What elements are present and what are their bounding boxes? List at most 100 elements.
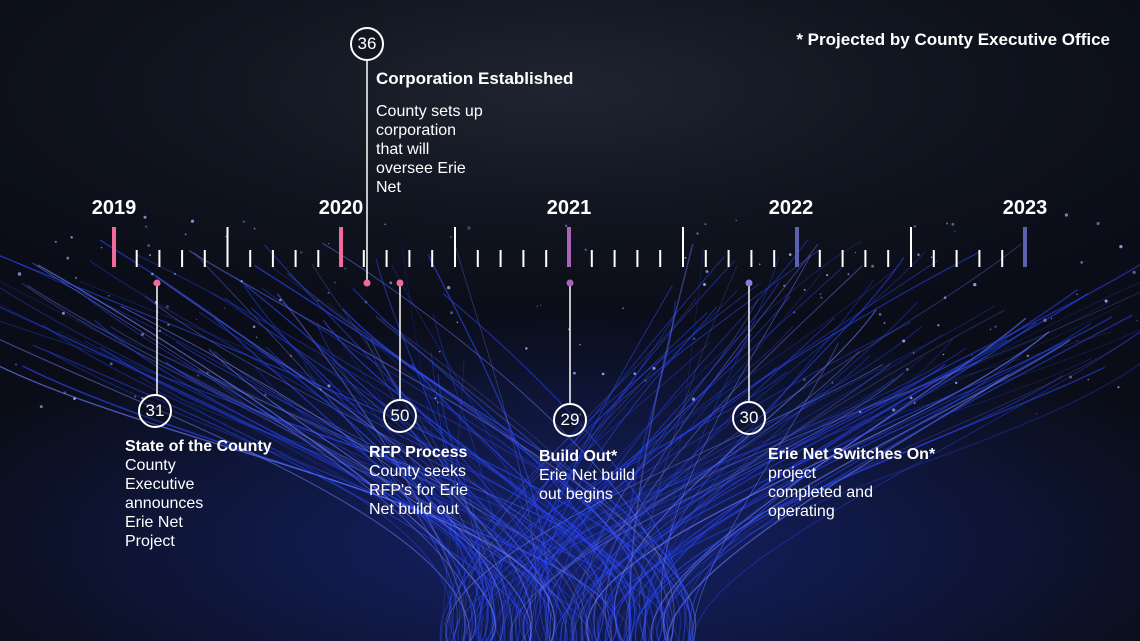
fiber-strand xyxy=(32,262,477,641)
light-particle xyxy=(917,253,920,256)
light-particle xyxy=(279,298,282,302)
light-particle xyxy=(256,336,258,338)
light-particle xyxy=(1064,213,1069,217)
light-particle xyxy=(447,286,451,290)
fiber-strand xyxy=(188,250,697,641)
light-particle xyxy=(174,272,176,275)
month-tick xyxy=(727,250,730,267)
fiber-strand xyxy=(445,364,883,641)
fiber-strand xyxy=(675,282,1140,641)
light-particle xyxy=(327,291,330,294)
timeline-ticks xyxy=(112,227,1027,267)
year-label-2023: 2023 xyxy=(1002,197,1048,219)
light-particle xyxy=(14,363,18,366)
year-tick xyxy=(1023,227,1027,267)
fiber-strand xyxy=(303,361,501,641)
light-particle xyxy=(206,371,209,374)
fiber-strand xyxy=(570,316,1113,641)
month-tick xyxy=(181,250,184,267)
fiber-strand xyxy=(574,273,821,641)
fiber-strand xyxy=(494,259,939,641)
event-title-state: State of the County xyxy=(125,438,272,455)
light-particle xyxy=(902,339,906,343)
fiber-strand xyxy=(630,347,1029,641)
fiber-strand xyxy=(155,275,533,641)
fiber-strand xyxy=(214,318,473,641)
fiber-strand xyxy=(254,265,663,641)
light-particle xyxy=(536,305,539,307)
light-particle xyxy=(1076,340,1079,342)
month-tick xyxy=(841,250,844,267)
light-particle xyxy=(384,223,386,226)
event-title-corp: Corporation Established xyxy=(376,69,574,88)
fiber-strand xyxy=(411,363,632,641)
light-particle xyxy=(74,276,78,280)
fiber-strand xyxy=(515,347,967,641)
light-particle xyxy=(141,332,144,336)
light-particle xyxy=(167,323,170,326)
half-year-tick xyxy=(454,227,456,267)
light-particle xyxy=(1119,244,1123,249)
light-particle xyxy=(109,362,113,366)
fiber-strand xyxy=(510,350,860,641)
fiber-strand xyxy=(224,297,654,641)
fiber-strand xyxy=(453,240,537,641)
projection-note: * Projected by County Executive Office xyxy=(796,30,1110,49)
fiber-strand xyxy=(370,338,513,641)
light-particle xyxy=(327,384,331,388)
fiber-strand xyxy=(618,338,954,641)
light-particle xyxy=(151,272,154,276)
fiber-strand xyxy=(548,354,871,641)
fiber-strand xyxy=(461,301,1110,641)
fiber-strand xyxy=(692,342,839,641)
light-particle xyxy=(819,293,822,295)
light-particle xyxy=(973,282,977,287)
light-particle xyxy=(1043,318,1047,322)
fiber-strand xyxy=(432,314,506,641)
month-tick xyxy=(522,250,525,267)
fiber-strand xyxy=(342,308,691,641)
light-particle xyxy=(1136,319,1138,322)
fiber-strand xyxy=(442,293,686,641)
year-tick xyxy=(795,227,799,267)
light-particle xyxy=(108,295,110,297)
month-tick xyxy=(978,250,981,267)
light-particle xyxy=(467,226,471,230)
connector-dot-corp xyxy=(363,279,371,287)
fiber-strand xyxy=(145,296,612,641)
light-particle xyxy=(913,402,916,404)
light-particle xyxy=(871,264,874,268)
light-particle xyxy=(66,256,70,260)
light-particle xyxy=(242,220,246,223)
light-particle xyxy=(573,371,576,375)
light-particle xyxy=(859,410,862,414)
fiber-strand xyxy=(454,291,1140,641)
light-particle xyxy=(883,322,886,324)
light-particle xyxy=(937,324,940,327)
fiber-strand xyxy=(323,320,605,641)
light-particle xyxy=(705,270,709,273)
light-particle xyxy=(389,281,393,285)
light-particle xyxy=(61,311,65,315)
light-particle xyxy=(691,397,696,401)
fiber-strand xyxy=(87,298,521,641)
light-particle xyxy=(878,313,882,316)
light-particle xyxy=(328,242,330,245)
light-particle xyxy=(579,343,581,346)
light-particle xyxy=(1096,221,1100,226)
month-tick xyxy=(887,250,890,267)
light-particle xyxy=(334,281,336,284)
fiber-strand xyxy=(42,324,453,641)
event-title-rfp: RFP Process xyxy=(369,444,468,461)
light-particle xyxy=(364,300,368,304)
fiber-strand xyxy=(534,281,780,641)
fiber-strand xyxy=(208,348,532,641)
light-particle xyxy=(955,381,958,385)
fiber-strand xyxy=(448,283,760,641)
light-particle xyxy=(17,272,22,276)
fiber-strand xyxy=(464,321,912,641)
